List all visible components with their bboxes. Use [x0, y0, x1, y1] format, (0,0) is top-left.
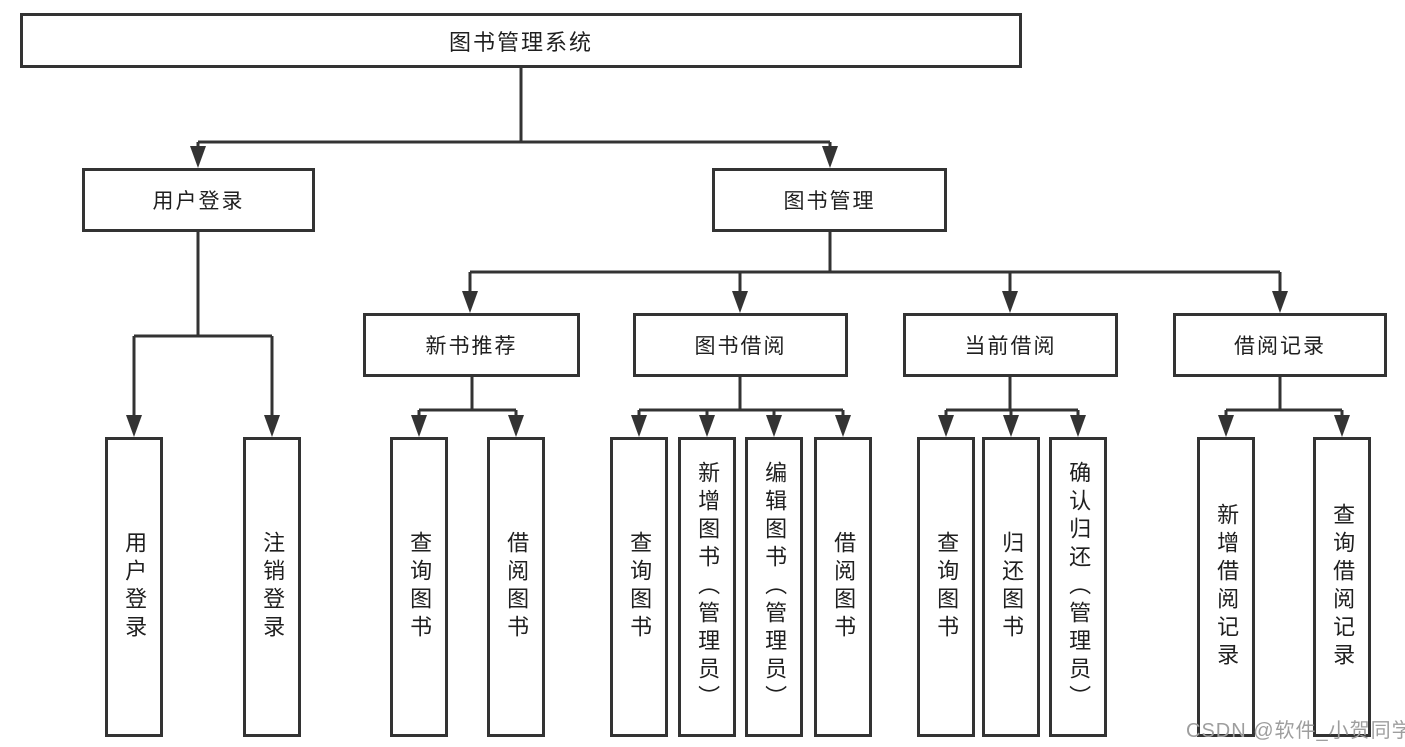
node-user-login: 用户登录 — [82, 168, 315, 232]
node-leaf-borrow-book-2: 借阅图书 — [814, 437, 872, 737]
edge-newbookrec-to-leaves — [417, 377, 518, 427]
arrowhead-icon — [190, 146, 206, 168]
node-leaf-query-book-1: 查询图书 — [390, 437, 448, 737]
node-leaf-query-book-3-label: 查询图书 — [934, 531, 960, 643]
arrowhead-icon — [1070, 415, 1086, 437]
edge-borrowrecord-to-leaves — [1224, 377, 1344, 427]
arrowhead-icon — [835, 415, 851, 437]
node-leaf-borrow-book-2-label: 借阅图书 — [831, 531, 857, 643]
arrowhead-icon — [732, 291, 748, 313]
node-book-borrow-label: 图书借阅 — [694, 335, 787, 358]
node-leaf-confirm-return: 确认归还（管理员） — [1049, 437, 1107, 737]
arrowhead-icon — [1003, 415, 1019, 437]
arrowhead-icon — [1002, 291, 1018, 313]
arrowhead-icon — [938, 415, 954, 437]
arrowhead-icon — [766, 415, 782, 437]
arrowhead-icon — [462, 291, 478, 313]
node-borrow-record: 借阅记录 — [1173, 313, 1387, 377]
edge-root-to-level2 — [196, 68, 832, 158]
node-new-book-recommend: 新书推荐 — [363, 313, 580, 377]
arrowhead-icon — [699, 415, 715, 437]
node-book-management: 图书管理 — [712, 168, 947, 232]
arrowhead-icon — [1272, 291, 1288, 313]
arrowhead-icon — [126, 415, 142, 437]
node-new-book-recommend-label: 新书推荐 — [425, 335, 518, 358]
node-leaf-edit-book: 编辑图书（管理员） — [745, 437, 803, 737]
node-leaf-query-book-2: 查询图书 — [610, 437, 668, 737]
node-current-borrow-label: 当前借阅 — [964, 335, 1057, 358]
connector-paths — [132, 68, 1344, 427]
node-leaf-logout: 注销登录 — [243, 437, 301, 737]
node-leaf-edit-book-label: 编辑图书（管理员） — [762, 461, 788, 713]
node-leaf-return-book-label: 归还图书 — [999, 531, 1025, 643]
node-leaf-add-book-label: 新增图书（管理员） — [695, 461, 721, 713]
edge-bookborrow-to-leaves — [637, 377, 845, 427]
node-root-label: 图书管理系统 — [448, 29, 593, 55]
node-leaf-query-book-2-label: 查询图书 — [627, 531, 653, 643]
node-leaf-return-book: 归还图书 — [982, 437, 1040, 737]
node-book-borrow: 图书借阅 — [633, 313, 848, 377]
arrowheads — [126, 146, 1350, 437]
edge-userlogin-to-leaves — [132, 232, 274, 427]
node-leaf-query-borrow-record: 查询借阅记录 — [1313, 437, 1371, 737]
node-root: 图书管理系统 — [20, 13, 1022, 68]
node-borrow-record-label: 借阅记录 — [1234, 335, 1326, 358]
node-user-login-label: 用户登录 — [152, 190, 245, 213]
arrowhead-icon — [411, 415, 427, 437]
arrowhead-icon — [631, 415, 647, 437]
node-book-management-label: 图书管理 — [783, 190, 876, 213]
arrowhead-icon — [822, 146, 838, 168]
node-leaf-confirm-return-label: 确认归还（管理员） — [1066, 461, 1092, 713]
edge-bookmgmt-to-level3 — [468, 232, 1282, 303]
arrowhead-icon — [508, 415, 524, 437]
node-leaf-user-login: 用户登录 — [105, 437, 163, 737]
node-leaf-borrow-book-1-label: 借阅图书 — [504, 531, 530, 643]
node-leaf-add-borrow-record: 新增借阅记录 — [1197, 437, 1255, 737]
node-leaf-add-book: 新增图书（管理员） — [678, 437, 736, 737]
node-leaf-query-book-1-label: 查询图书 — [407, 531, 433, 643]
node-current-borrow: 当前借阅 — [903, 313, 1118, 377]
node-leaf-add-borrow-record-label: 新增借阅记录 — [1214, 503, 1240, 671]
arrowhead-icon — [264, 415, 280, 437]
csdn-watermark: CSDN @软件_小贺同学 — [1186, 720, 1405, 742]
arrowhead-icon — [1334, 415, 1350, 437]
arrowhead-icon — [1218, 415, 1234, 437]
node-leaf-borrow-book-1: 借阅图书 — [487, 437, 545, 737]
node-leaf-user-login-label: 用户登录 — [122, 531, 148, 643]
node-leaf-logout-label: 注销登录 — [260, 531, 286, 643]
node-leaf-query-borrow-record-label: 查询借阅记录 — [1330, 503, 1356, 671]
node-leaf-query-book-3: 查询图书 — [917, 437, 975, 737]
